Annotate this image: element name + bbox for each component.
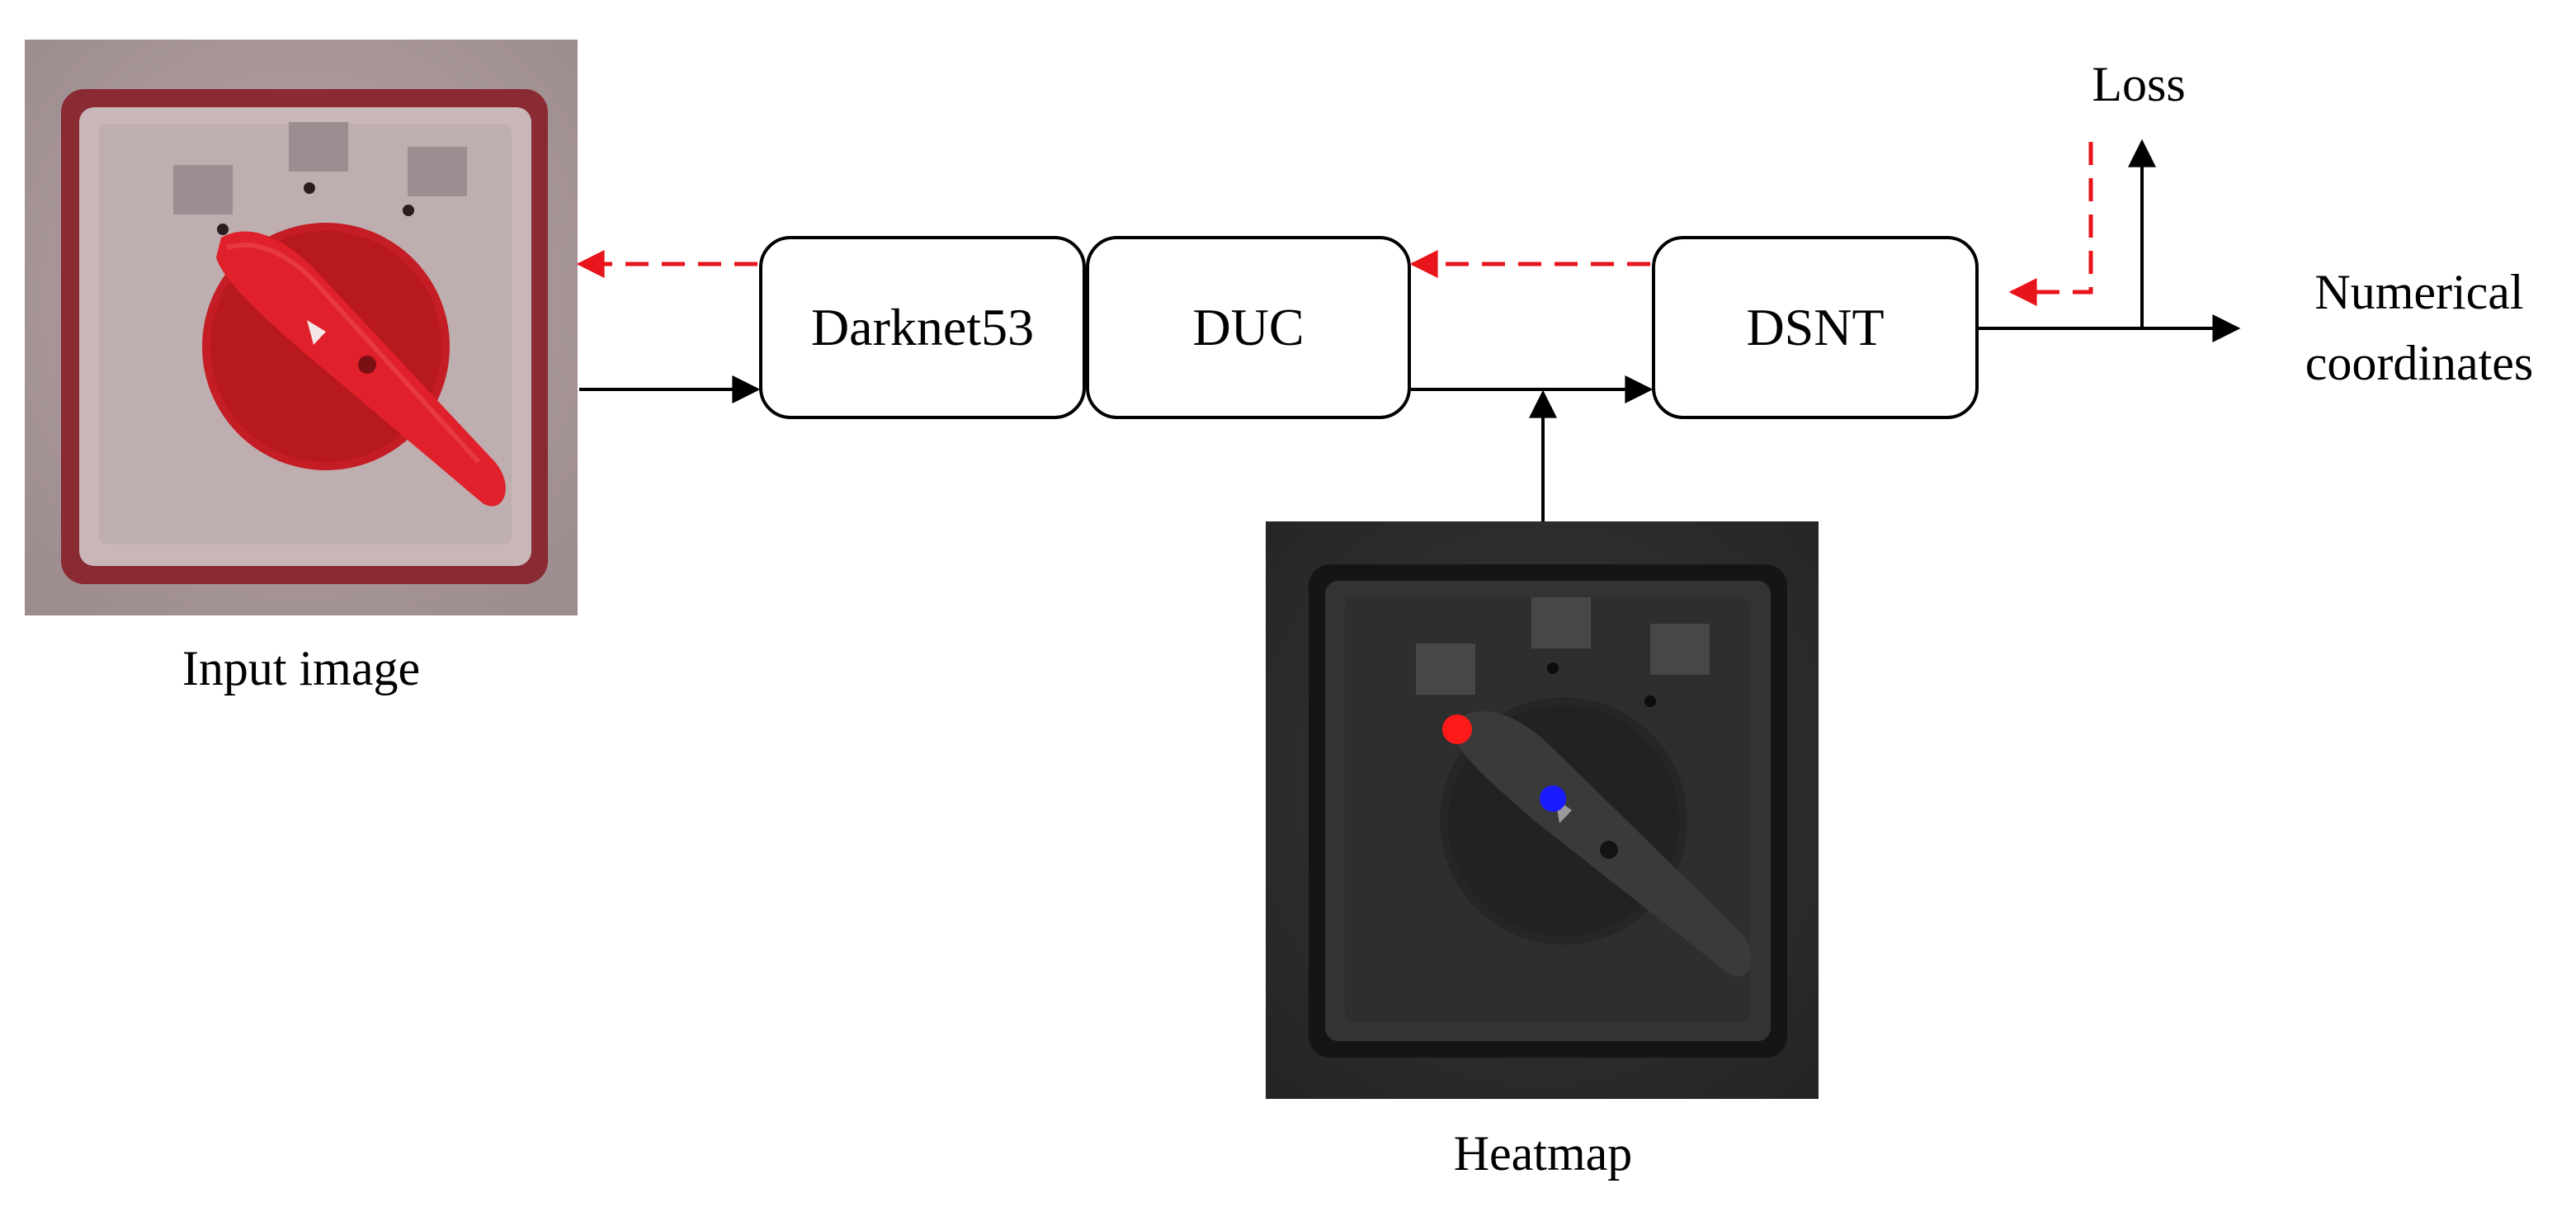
keypoint-blue-icon <box>1540 785 1566 812</box>
darknet53-label: Darknet53 <box>811 298 1034 356</box>
input-image <box>25 40 578 615</box>
arrow-marker-icon <box>307 320 326 345</box>
label-patch-icon <box>289 122 348 172</box>
label-patch-icon <box>173 165 233 215</box>
loss-label: Loss <box>2092 57 2185 111</box>
darknet53-block: Darknet53 <box>759 236 1086 419</box>
label-patch-icon <box>1416 644 1475 695</box>
label-patch-icon <box>1650 624 1710 675</box>
label-patch-icon <box>1531 597 1591 648</box>
dsnt-label: DSNT <box>1746 298 1884 356</box>
dsnt-block: DSNT <box>1652 236 1979 419</box>
output-label-line1: Numerical <box>2314 265 2523 319</box>
backprop-arrow-loss-to-dsnt <box>2008 142 2093 306</box>
keypoint-red-icon <box>1442 714 1472 744</box>
duc-block: DUC <box>1086 236 1411 419</box>
input-image-label: Input image <box>182 641 420 695</box>
heatmap-label: Heatmap <box>1454 1126 1633 1181</box>
output-label-line2: coordinates <box>2305 336 2534 390</box>
duc-label: DUC <box>1192 298 1304 356</box>
heatmap-image <box>1266 521 1819 1099</box>
label-patch-icon <box>408 147 467 196</box>
